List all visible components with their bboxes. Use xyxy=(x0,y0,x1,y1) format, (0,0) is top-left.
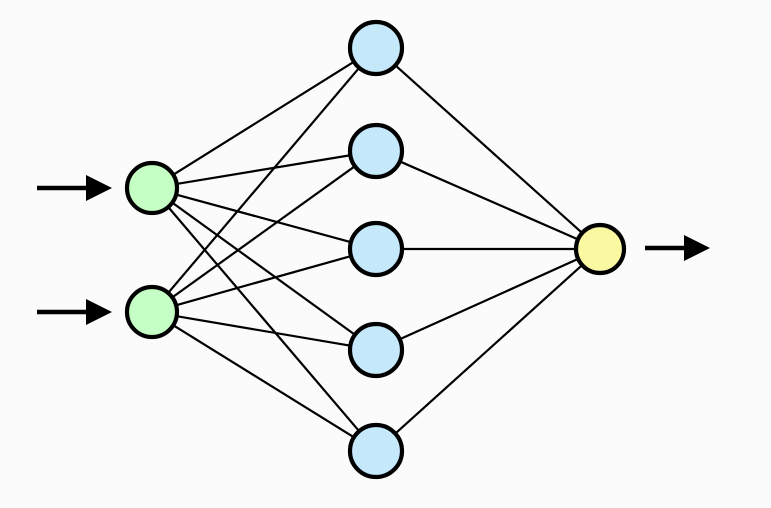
in-arrow-1-icon xyxy=(37,175,112,201)
node-input-1[interactable] xyxy=(124,160,180,216)
node-hidden-4[interactable] xyxy=(347,321,405,379)
in-arrow-2-head xyxy=(86,299,112,325)
edge-i1-to-h4 xyxy=(169,200,358,337)
node-input-2-circle[interactable] xyxy=(124,284,180,340)
node-input-1-circle[interactable] xyxy=(124,160,180,216)
edge-h1-to-o1 xyxy=(393,63,585,236)
edge-i2-to-h1 xyxy=(166,65,362,296)
node-input-2[interactable] xyxy=(124,284,180,340)
in-arrow-1-head xyxy=(86,175,112,201)
edge-h2-to-o1 xyxy=(397,159,581,242)
nodes-layer xyxy=(124,19,627,480)
edge-i1-to-h2 xyxy=(174,153,353,186)
out-arrow-1-icon xyxy=(645,235,710,261)
io-arrows-layer xyxy=(37,175,710,325)
out-arrow-1-head xyxy=(684,235,710,261)
node-hidden-2-circle[interactable] xyxy=(347,122,405,180)
edge-h5-to-o1 xyxy=(393,262,585,436)
node-hidden-1[interactable] xyxy=(347,19,405,77)
node-output-1-circle[interactable] xyxy=(573,222,627,276)
node-output-1[interactable] xyxy=(573,222,627,276)
edges-layer xyxy=(166,59,585,440)
edge-i1-to-h5 xyxy=(166,204,362,434)
node-hidden-3[interactable] xyxy=(347,220,405,278)
edge-i1-to-h3 xyxy=(173,193,354,244)
in-arrow-2-icon xyxy=(37,299,112,325)
edge-i2-to-h4 xyxy=(174,314,353,348)
edge-i2-to-h2 xyxy=(169,164,358,300)
node-hidden-5-circle[interactable] xyxy=(347,422,405,480)
node-hidden-3-circle[interactable] xyxy=(347,220,405,278)
node-hidden-4-circle[interactable] xyxy=(347,321,405,379)
edge-h4-to-o1 xyxy=(397,257,581,342)
node-hidden-5[interactable] xyxy=(347,422,405,480)
node-hidden-2[interactable] xyxy=(347,122,405,180)
edge-i2-to-h3 xyxy=(173,254,354,307)
edge-i1-to-h1 xyxy=(170,59,357,177)
edge-i2-to-h5 xyxy=(170,323,357,440)
node-hidden-1-circle[interactable] xyxy=(347,19,405,77)
